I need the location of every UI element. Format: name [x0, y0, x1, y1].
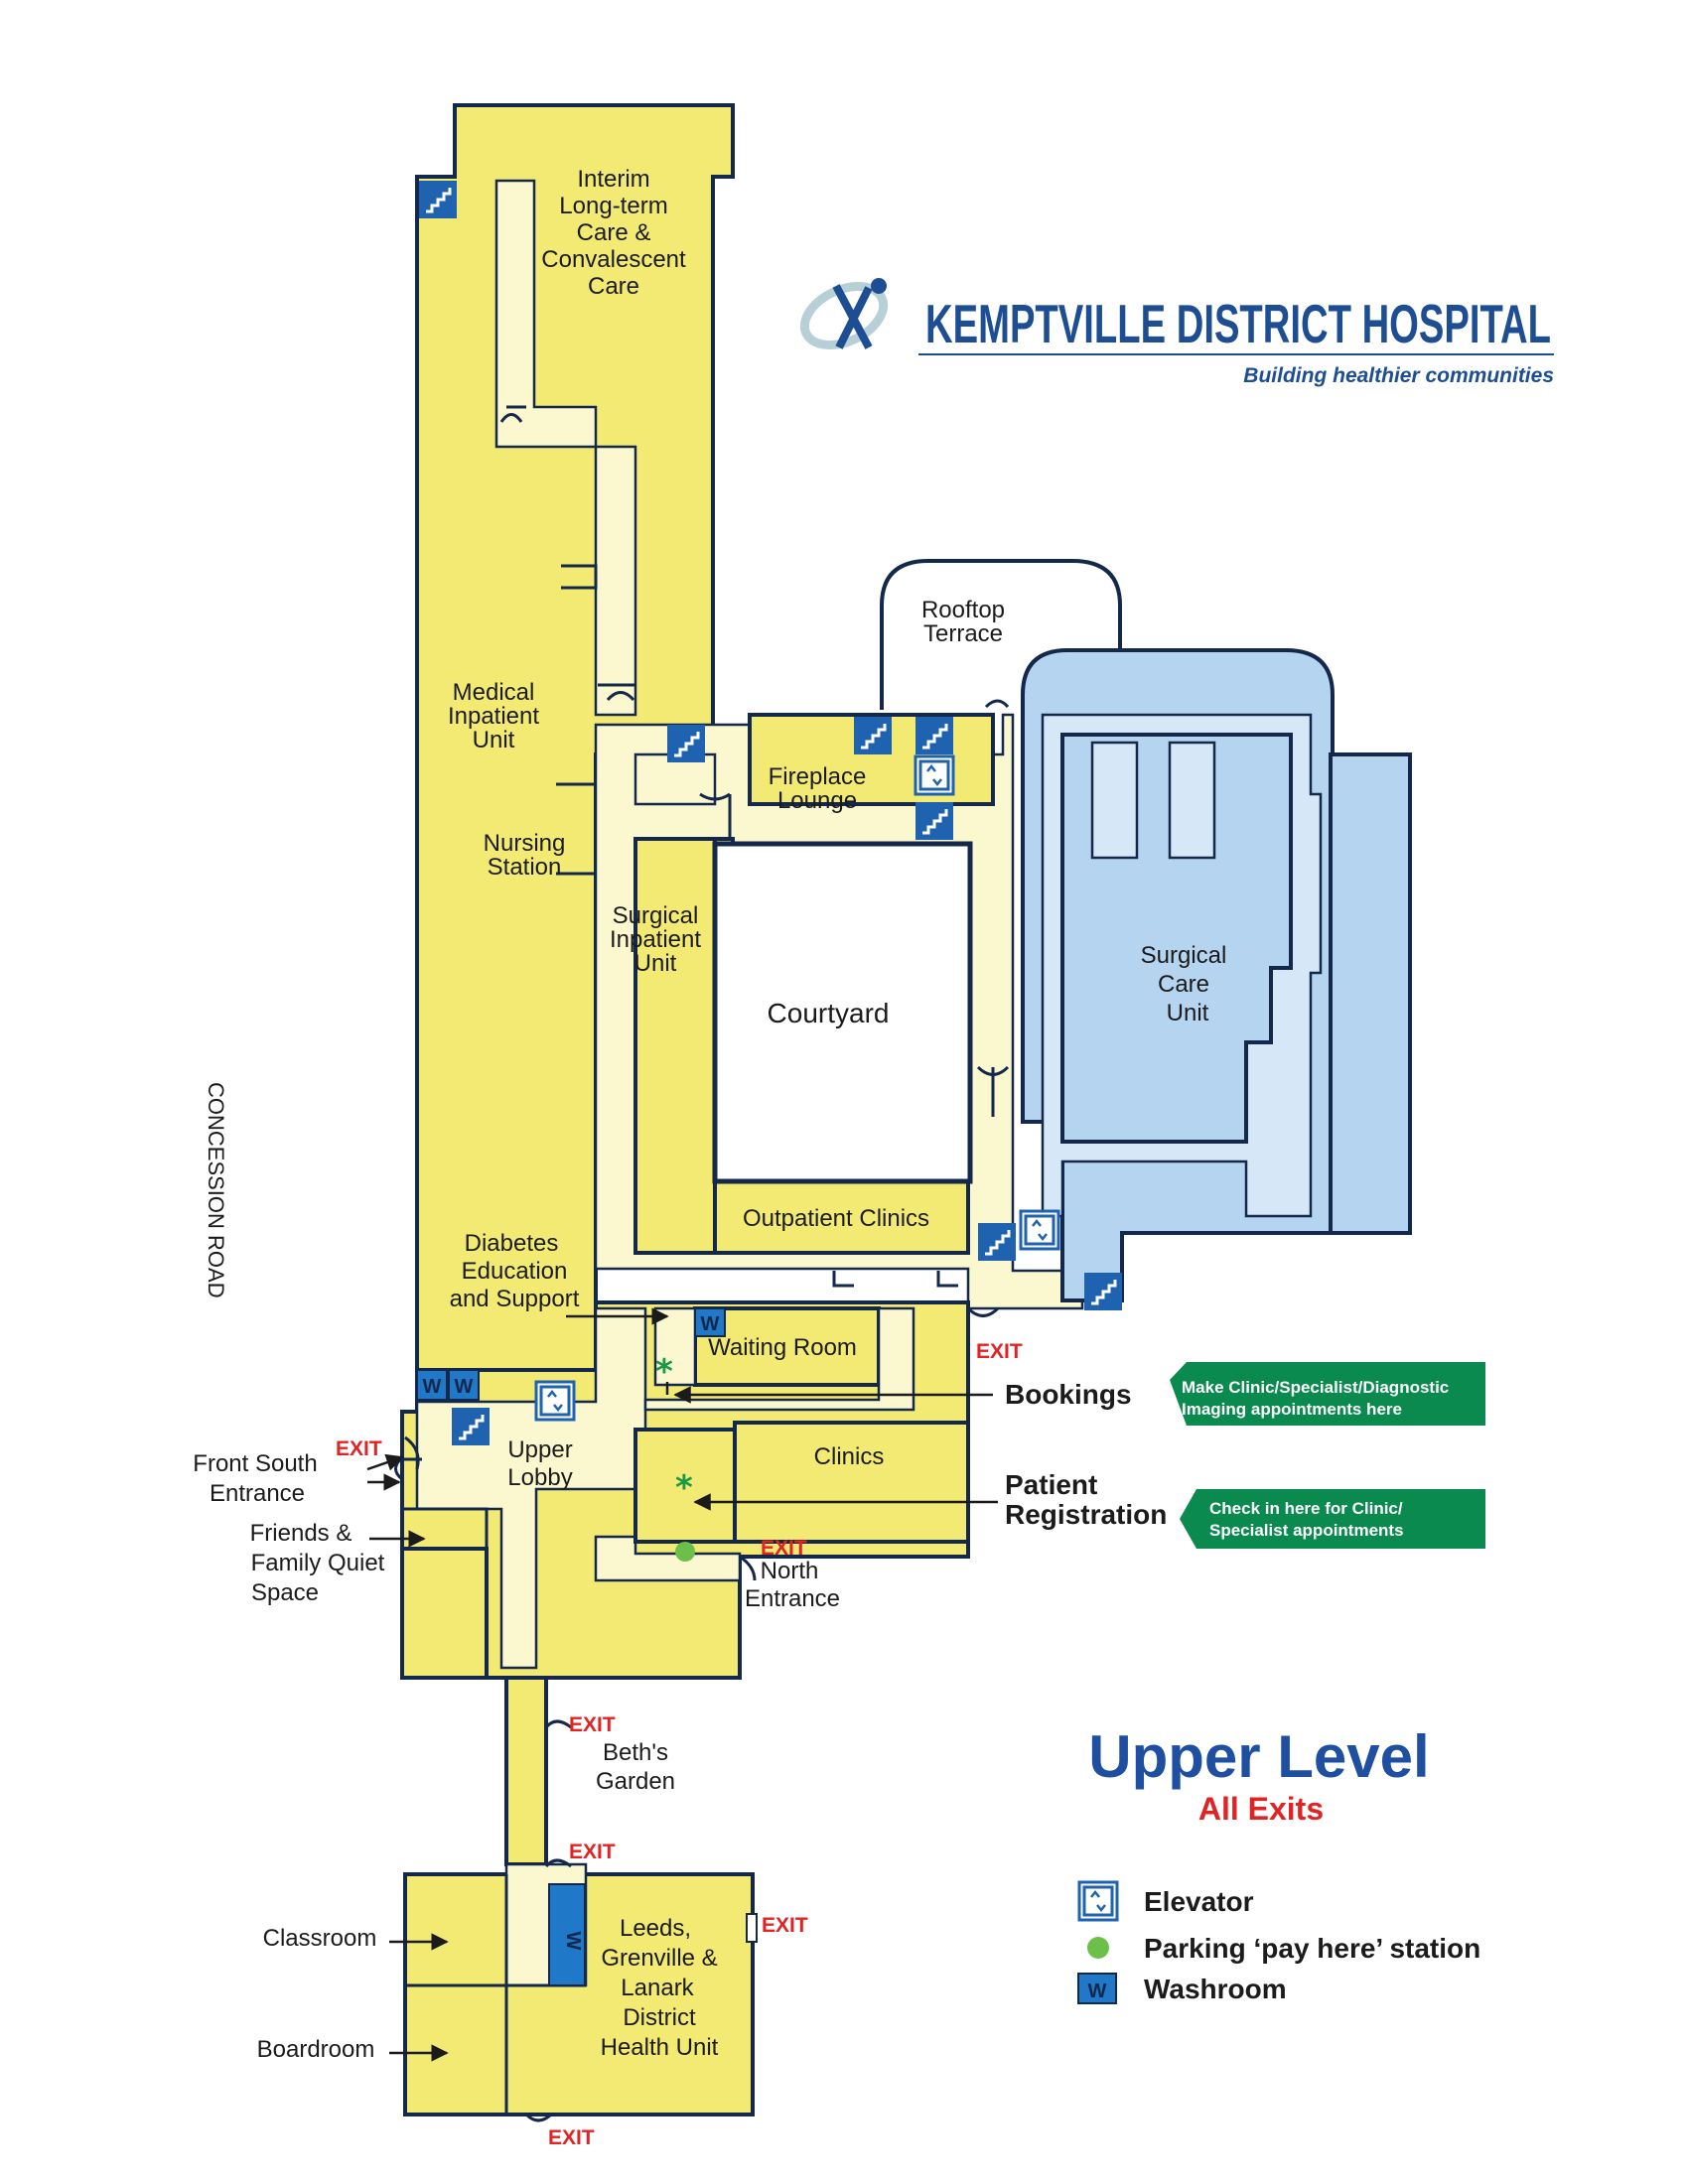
- bookings-label: Bookings: [1005, 1379, 1132, 1410]
- surgical-care-3: Unit: [1167, 1000, 1209, 1026]
- friends-1: Friends &: [250, 1520, 352, 1547]
- leeds-label-4: District: [623, 2004, 696, 2031]
- leeds-label-2: Grenville &: [601, 1945, 717, 1972]
- brand-tagline: Building healthier communities: [1243, 364, 1554, 387]
- surgical-inpatient-1: Surgical: [613, 902, 699, 929]
- front-south-1: Front South: [193, 1450, 317, 1477]
- legend-parking: Parking ‘pay here’ station: [1144, 1933, 1480, 1964]
- legend: Elevator Parking ‘pay here’ station W Wa…: [1077, 1880, 1480, 2004]
- exit-label-2: EXIT: [336, 1437, 382, 1460]
- south-annex: W: [403, 1862, 758, 2116]
- exit-label-7: EXIT: [548, 2126, 595, 2149]
- washroom-annex: [548, 1883, 586, 1986]
- svg-text:W: W: [455, 1376, 474, 1398]
- exit-label-6: EXIT: [762, 1914, 808, 1937]
- clinics-label: Clinics: [814, 1443, 885, 1470]
- lobby-label-2: Lobby: [507, 1464, 572, 1491]
- registration-star-2: *: [675, 1468, 693, 1508]
- legend-washroom: Washroom: [1144, 1974, 1287, 2004]
- fireplace-label-2: Lounge: [777, 787, 857, 814]
- interim-label-2: Long-term: [559, 193, 667, 219]
- level-title: Upper Level: [1088, 1723, 1429, 1790]
- room-labels: Interim Long-term Care & Convalescent Ca…: [193, 166, 1226, 2063]
- svg-text:W: W: [1088, 1980, 1107, 2002]
- registration-label-1: Patient: [1005, 1469, 1097, 1500]
- surgical-care-2: Care: [1158, 971, 1209, 998]
- outpatient-label: Outpatient Clinics: [743, 1205, 929, 1232]
- friends-3: Space: [251, 1579, 319, 1606]
- concession-road-label: CONCESSION ROAD: [204, 1082, 228, 1298]
- diabetes-label-3: and Support: [450, 1286, 580, 1312]
- medical-label-3: Unit: [473, 727, 515, 753]
- rooftop-label-2: Terrace: [923, 620, 1003, 647]
- waiting-label: Waiting Room: [708, 1334, 857, 1361]
- svg-text:W: W: [701, 1313, 720, 1335]
- diabetes-label-1: Diabetes: [465, 1230, 559, 1257]
- central-block: [594, 713, 1084, 1310]
- exit-label-5: EXIT: [569, 1841, 616, 1863]
- nursing-label-2: Station: [488, 854, 562, 881]
- interim-label-1: Interim: [577, 166, 649, 193]
- bookings-callout: Bookings Make Clinic/Specialist/Diagnost…: [1005, 1362, 1485, 1426]
- leeds-label-5: Health Unit: [601, 2034, 719, 2061]
- bookings-note-2: Imaging appointments here: [1182, 1400, 1402, 1419]
- svg-text:W: W: [562, 1932, 584, 1951]
- svg-text:W: W: [423, 1376, 442, 1398]
- surgical-inpatient-3: Unit: [634, 950, 677, 977]
- exit-label-3: EXIT: [761, 1537, 807, 1560]
- interim-label-4: Convalescent: [541, 246, 686, 273]
- nursing-label-1: Nursing: [484, 830, 566, 857]
- surgical-inpatient-2: Inpatient: [610, 926, 701, 953]
- courtyard-label: Courtyard: [768, 998, 890, 1028]
- registration-note-1: Check in here for Clinic/: [1209, 1499, 1403, 1518]
- kdh-swirl-logo: [799, 278, 889, 350]
- registration-star-1: *: [655, 1352, 673, 1392]
- brand-name: KEMPTVILLE DISTRICT HOSPITAL: [925, 293, 1551, 354]
- level-subtitle: All Exits: [1198, 1791, 1324, 1827]
- fireplace-label-1: Fireplace: [769, 763, 867, 790]
- leeds-label-1: Leeds,: [620, 1915, 691, 1942]
- washroom-icons: W W W: [416, 1307, 726, 1401]
- beths-garden-2: Garden: [596, 1768, 675, 1795]
- parking-pay-station: [675, 1542, 695, 1562]
- interim-label-3: Care &: [577, 219, 651, 246]
- bookings-note-1: Make Clinic/Specialist/Diagnostic: [1182, 1378, 1449, 1397]
- interim-label-5: Care: [588, 273, 639, 300]
- surgical-care-unit: [1021, 648, 1412, 1302]
- elevator-icon: [1077, 1880, 1119, 1922]
- north-entrance-2: Entrance: [745, 1585, 840, 1612]
- hospital-logo[interactable]: KEMPTVILLE DISTRICT HOSPITAL Building he…: [795, 275, 1554, 387]
- exit-label-1: EXIT: [976, 1340, 1023, 1363]
- surgical-care-1: Surgical: [1141, 942, 1227, 969]
- legend-elevator: Elevator: [1144, 1886, 1254, 1917]
- exit-label-4: EXIT: [569, 1713, 616, 1736]
- friends-2: Family Quiet: [251, 1550, 385, 1576]
- courtyard-area: [712, 841, 973, 1184]
- exit-labels: EXIT EXIT EXIT EXIT EXIT EXIT EXIT: [336, 1340, 1023, 2149]
- parking-pay-dot: [1087, 1937, 1109, 1959]
- washroom-icon: W: [1077, 1973, 1117, 2004]
- lobby-label-1: Upper: [507, 1436, 572, 1463]
- beths-garden-1: Beth's: [603, 1739, 668, 1766]
- rooftop-terrace: [880, 559, 1122, 710]
- front-south-2: Entrance: [210, 1480, 305, 1507]
- north-entrance-1: North: [761, 1558, 819, 1584]
- boardroom-label: Boardroom: [257, 2036, 375, 2063]
- medical-label-1: Medical: [453, 679, 535, 706]
- registration-label-2: Registration: [1005, 1499, 1167, 1530]
- registration-note-2: Specialist appointments: [1209, 1521, 1404, 1540]
- rooftop-label-1: Rooftop: [921, 597, 1005, 623]
- leader-arrows: [366, 1307, 998, 2062]
- leeds-label-3: Lanark: [621, 1975, 694, 2001]
- registration-callout: Patient Registration Check in here for C…: [1005, 1469, 1485, 1549]
- classroom-label: Classroom: [263, 1925, 377, 1952]
- garden-corridor: [504, 1676, 548, 1866]
- medical-label-2: Inpatient: [448, 703, 539, 730]
- diabetes-label-2: Education: [462, 1258, 568, 1285]
